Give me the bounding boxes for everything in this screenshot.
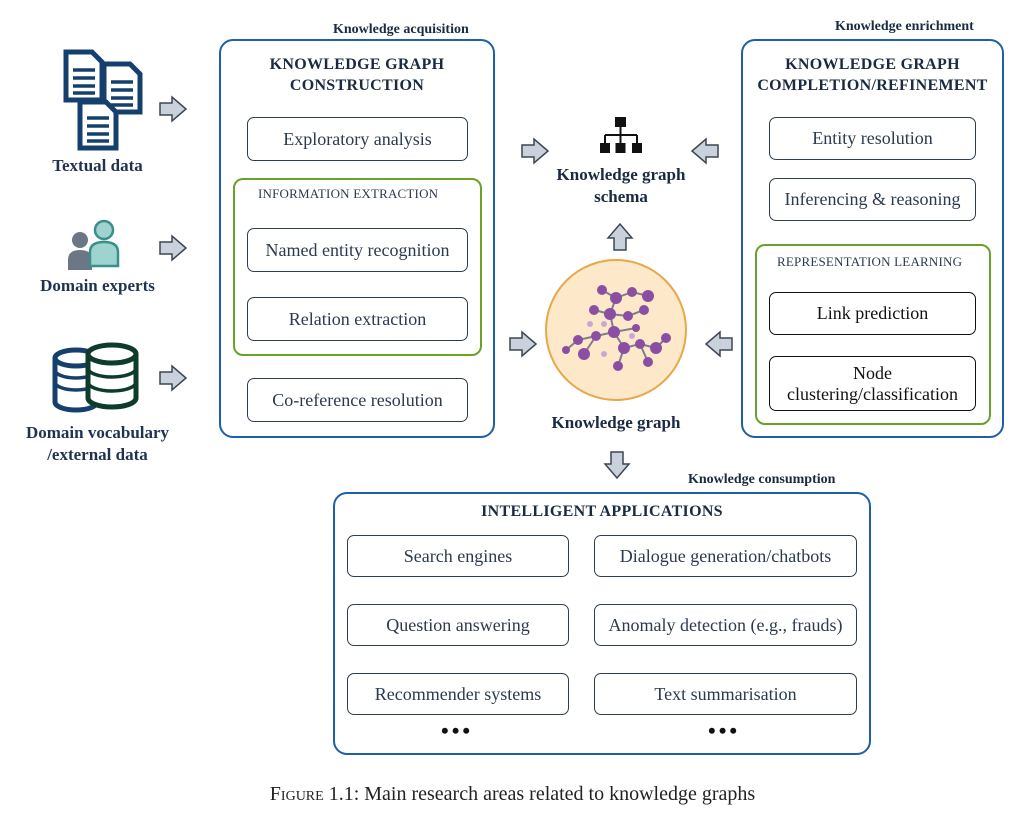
information-extraction-group <box>233 178 482 356</box>
arrow-right-icon <box>509 330 538 358</box>
figure-caption-text: Main research areas related to knowledge… <box>364 783 756 805</box>
figure-caption: Figure 1.1: Main research areas related … <box>0 783 1025 806</box>
question-answering-box: Question answering <box>347 604 569 646</box>
section-label-enrichment: Knowledge enrichment <box>835 19 974 34</box>
domain-experts-label: Domain experts <box>40 276 155 295</box>
arrow-right-icon <box>159 95 188 123</box>
ellipsis-right: ••• <box>708 718 741 743</box>
node-clustering-line2: clustering/classification <box>787 383 958 404</box>
ner-box: Named entity recognition <box>247 228 468 272</box>
entity-resolution-box: Entity resolution <box>769 117 976 160</box>
representation-learning-group <box>755 244 991 425</box>
knowledge-graph-icon <box>544 258 688 402</box>
arrow-right-icon <box>159 364 188 392</box>
hierarchy-icon <box>599 117 643 155</box>
construction-title: KNOWLEDGE GRAPH CONSTRUCTION <box>221 54 493 96</box>
link-prediction-box: Link prediction <box>769 292 976 335</box>
node-clustering-box: Node clustering/classification <box>769 356 976 411</box>
vocabulary-label: Domain vocabulary /external data <box>10 422 185 466</box>
arrow-right-icon <box>521 137 550 165</box>
database-icon <box>50 340 145 418</box>
vocabulary-label-line2: /external data <box>47 445 148 464</box>
construction-title-line1: KNOWLEDGE GRAPH <box>269 56 445 73</box>
knowledge-graph-label: Knowledge graph <box>551 413 681 432</box>
exploratory-analysis-box: Exploratory analysis <box>247 117 468 161</box>
section-label-consumption: Knowledge consumption <box>688 472 836 487</box>
representation-learning-title: REPRESENTATION LEARNING <box>777 254 963 269</box>
inferencing-box: Inferencing & reasoning <box>769 178 976 221</box>
ellipsis-left: ••• <box>441 718 474 743</box>
arrow-left-icon <box>690 137 719 165</box>
schema-label-line2: schema <box>594 187 648 206</box>
arrow-up-icon <box>606 222 634 251</box>
node-clustering-line1: Node <box>853 362 892 383</box>
applications-title: INTELLIGENT APPLICATIONS <box>481 503 723 520</box>
arrow-left-icon <box>704 330 733 358</box>
arrow-right-icon <box>159 234 188 262</box>
search-engines-box: Search engines <box>347 535 569 577</box>
coreference-box: Co-reference resolution <box>247 378 468 422</box>
arrow-down-icon <box>603 451 631 480</box>
recommender-box: Recommender systems <box>347 673 569 715</box>
completion-title-line2: COMPLETION/REFINEMENT <box>757 77 988 94</box>
completion-title-line1: KNOWLEDGE GRAPH <box>785 56 960 73</box>
domain-experts-icon <box>66 218 124 274</box>
schema-label-line1: Knowledge graph <box>556 165 686 184</box>
vocabulary-label-line1: Domain vocabulary <box>25 423 170 442</box>
textual-data-label: Textual data <box>52 156 143 175</box>
anomaly-detection-box: Anomaly detection (e.g., frauds) <box>594 604 857 646</box>
summarisation-box: Text summarisation <box>594 673 857 715</box>
relation-extraction-box: Relation extraction <box>247 297 468 341</box>
figure-caption-prefix: Figure 1.1: <box>269 783 360 805</box>
schema-label: Knowledge graph schema <box>538 164 704 208</box>
documents-icon <box>58 48 148 153</box>
completion-title: KNOWLEDGE GRAPH COMPLETION/REFINEMENT <box>743 54 1002 96</box>
section-label-acquisition: Knowledge acquisition <box>333 22 469 37</box>
dialogue-box: Dialogue generation/chatbots <box>594 535 857 577</box>
information-extraction-title: INFORMATION EXTRACTION <box>258 186 439 201</box>
construction-title-line2: CONSTRUCTION <box>289 77 425 94</box>
